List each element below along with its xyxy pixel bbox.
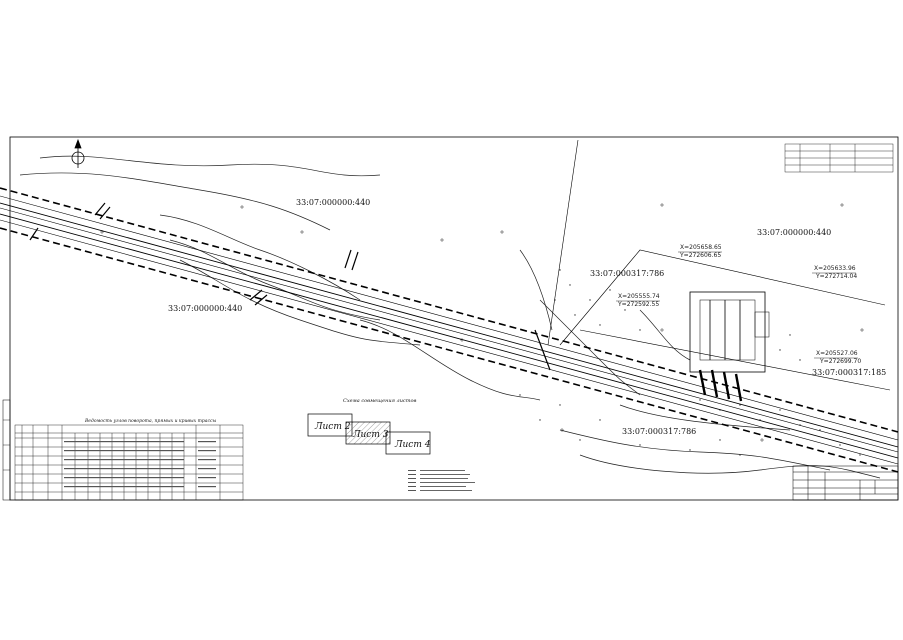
coord-4-x: X=205527.06 [816, 350, 858, 357]
parcel-label-4: 33:07:000317:786 [590, 269, 664, 278]
sheet-3-label: Лист 3 [352, 430, 389, 440]
north-arrow-icon [71, 138, 85, 168]
sheet-3-box [345, 421, 391, 445]
parcel-label-2: 33:07:000000:440 [168, 304, 242, 313]
parcel-label-5: 33:07:000317:786 [622, 427, 696, 436]
road-corridor [0, 187, 899, 473]
angles-table-values [64, 441, 216, 488]
coord-4-y: Y=272699.70 [819, 358, 861, 365]
angles-table [14, 424, 244, 501]
contour-lines [19, 155, 881, 479]
substation [689, 291, 770, 402]
coord-3-y: Y=272592.55 [617, 301, 659, 308]
vegetation-dots [519, 269, 861, 456]
sheet-frame [9, 136, 899, 501]
legend-table-top [784, 143, 894, 173]
sheet-4-label: Лист 4 [394, 440, 431, 450]
sheet-4-box [385, 431, 431, 455]
coord-2-x: X=205633.96 [814, 265, 856, 272]
parcel-label-1: 33:07:000000:440 [296, 198, 370, 207]
parcel-label-6: 33:07:000317:185 [812, 368, 886, 377]
legend-notes [408, 470, 475, 491]
coord-3-x: X=205555.74 [618, 293, 660, 300]
title-block [792, 465, 899, 501]
sheet-2-label: Лист 2 [314, 422, 351, 432]
coord-1-x: X=205658.65 [680, 244, 722, 251]
binding-strip [2, 399, 11, 501]
coord-2-y: Y=272714.04 [815, 273, 857, 280]
grid-crosses [100, 203, 864, 442]
parcel-label-3: 33:07:000000:440 [757, 228, 831, 237]
table-title: Ведомость углов поворота, прямых и кривы… [84, 418, 217, 424]
sheet-scheme-title: Схема совмещения листов [343, 398, 416, 404]
structures [29, 202, 551, 371]
coord-1-y: Y=272606.65 [679, 252, 721, 259]
